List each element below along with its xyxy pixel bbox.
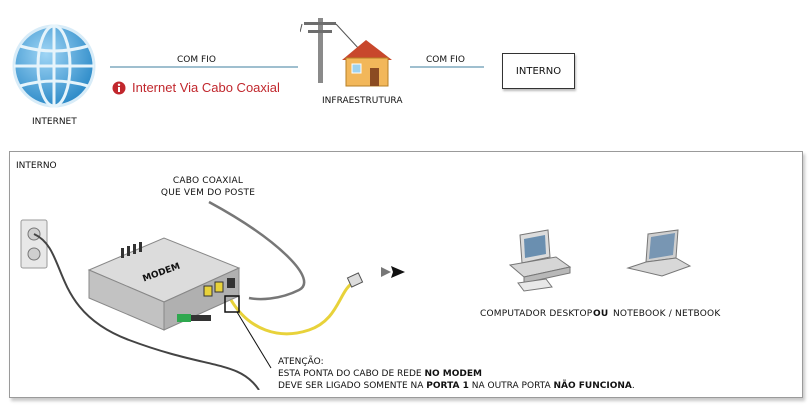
com-fio-label-2: COM FIO xyxy=(426,55,465,65)
warning-line3-e: . xyxy=(631,381,635,391)
modem-icon xyxy=(87,237,241,331)
warning-line3-a: DEVE SER LIGADO SOMENTE NA xyxy=(278,381,427,391)
cabo-caption: CABO COAXIAL QUE VEM DO POSTE xyxy=(158,175,258,199)
warning-line2: ESTA PONTA DO CABO DE REDE NO MODEM xyxy=(278,368,635,380)
infraestrutura-node[interactable]: INFRAESTRUTURA xyxy=(299,10,410,110)
desktop-computer-icon xyxy=(508,229,572,292)
cabo-coaxial-link[interactable]: Internet Via Cabo Coaxial xyxy=(112,80,280,95)
notebook[interactable] xyxy=(620,228,700,288)
warning-line3: DEVE SER LIGADO SOMENTE NA PORTA 1 NA OU… xyxy=(278,380,635,392)
desktop-label: COMPUTADOR DESKTOP xyxy=(480,309,593,319)
notebook-icon xyxy=(626,229,692,277)
internet-node[interactable]: INTERNET xyxy=(10,22,100,132)
internet-label: INTERNET xyxy=(32,117,77,127)
warning-text: ATENÇÃO: ESTA PONTA DO CABO DE REDE NO M… xyxy=(278,356,635,392)
cabo-caption-line2: QUE VEM DO POSTE xyxy=(160,188,256,198)
warning-line2-a: ESTA PONTA DO CABO DE REDE xyxy=(278,369,425,379)
modem-scene xyxy=(20,200,405,390)
warning-line3-c: NA OUTRA PORTA xyxy=(468,381,554,391)
cabo-link-text: Internet Via Cabo Coaxial xyxy=(132,80,280,95)
warning-line2-b: NO MODEM xyxy=(424,369,482,379)
globe-icon xyxy=(12,24,96,108)
pole-house-icon xyxy=(299,18,392,87)
info-icon xyxy=(112,81,126,94)
infraestrutura-label: INFRAESTRUTURA xyxy=(322,96,403,106)
warning-title: ATENÇÃO: xyxy=(278,357,324,367)
connector-line-right xyxy=(410,66,484,68)
panel-title: INTERNO xyxy=(16,161,57,171)
connector-line-left xyxy=(110,66,298,68)
warning-line3-d: NÃO FUNCIONA xyxy=(553,381,632,391)
power-outlet-icon xyxy=(20,219,48,269)
interno-box[interactable]: INTERNO xyxy=(502,53,575,89)
warning-line3-b: PORTA 1 xyxy=(426,381,469,391)
notebook-label: NOTEBOOK / NETBOOK xyxy=(613,309,721,319)
ou-label: OU xyxy=(593,309,609,319)
desktop-computer[interactable] xyxy=(500,225,580,300)
cabo-caption-line1: CABO COAXIAL xyxy=(172,176,244,186)
right-arrow-icon xyxy=(381,266,405,278)
com-fio-label-1: COM FIO xyxy=(177,55,216,65)
